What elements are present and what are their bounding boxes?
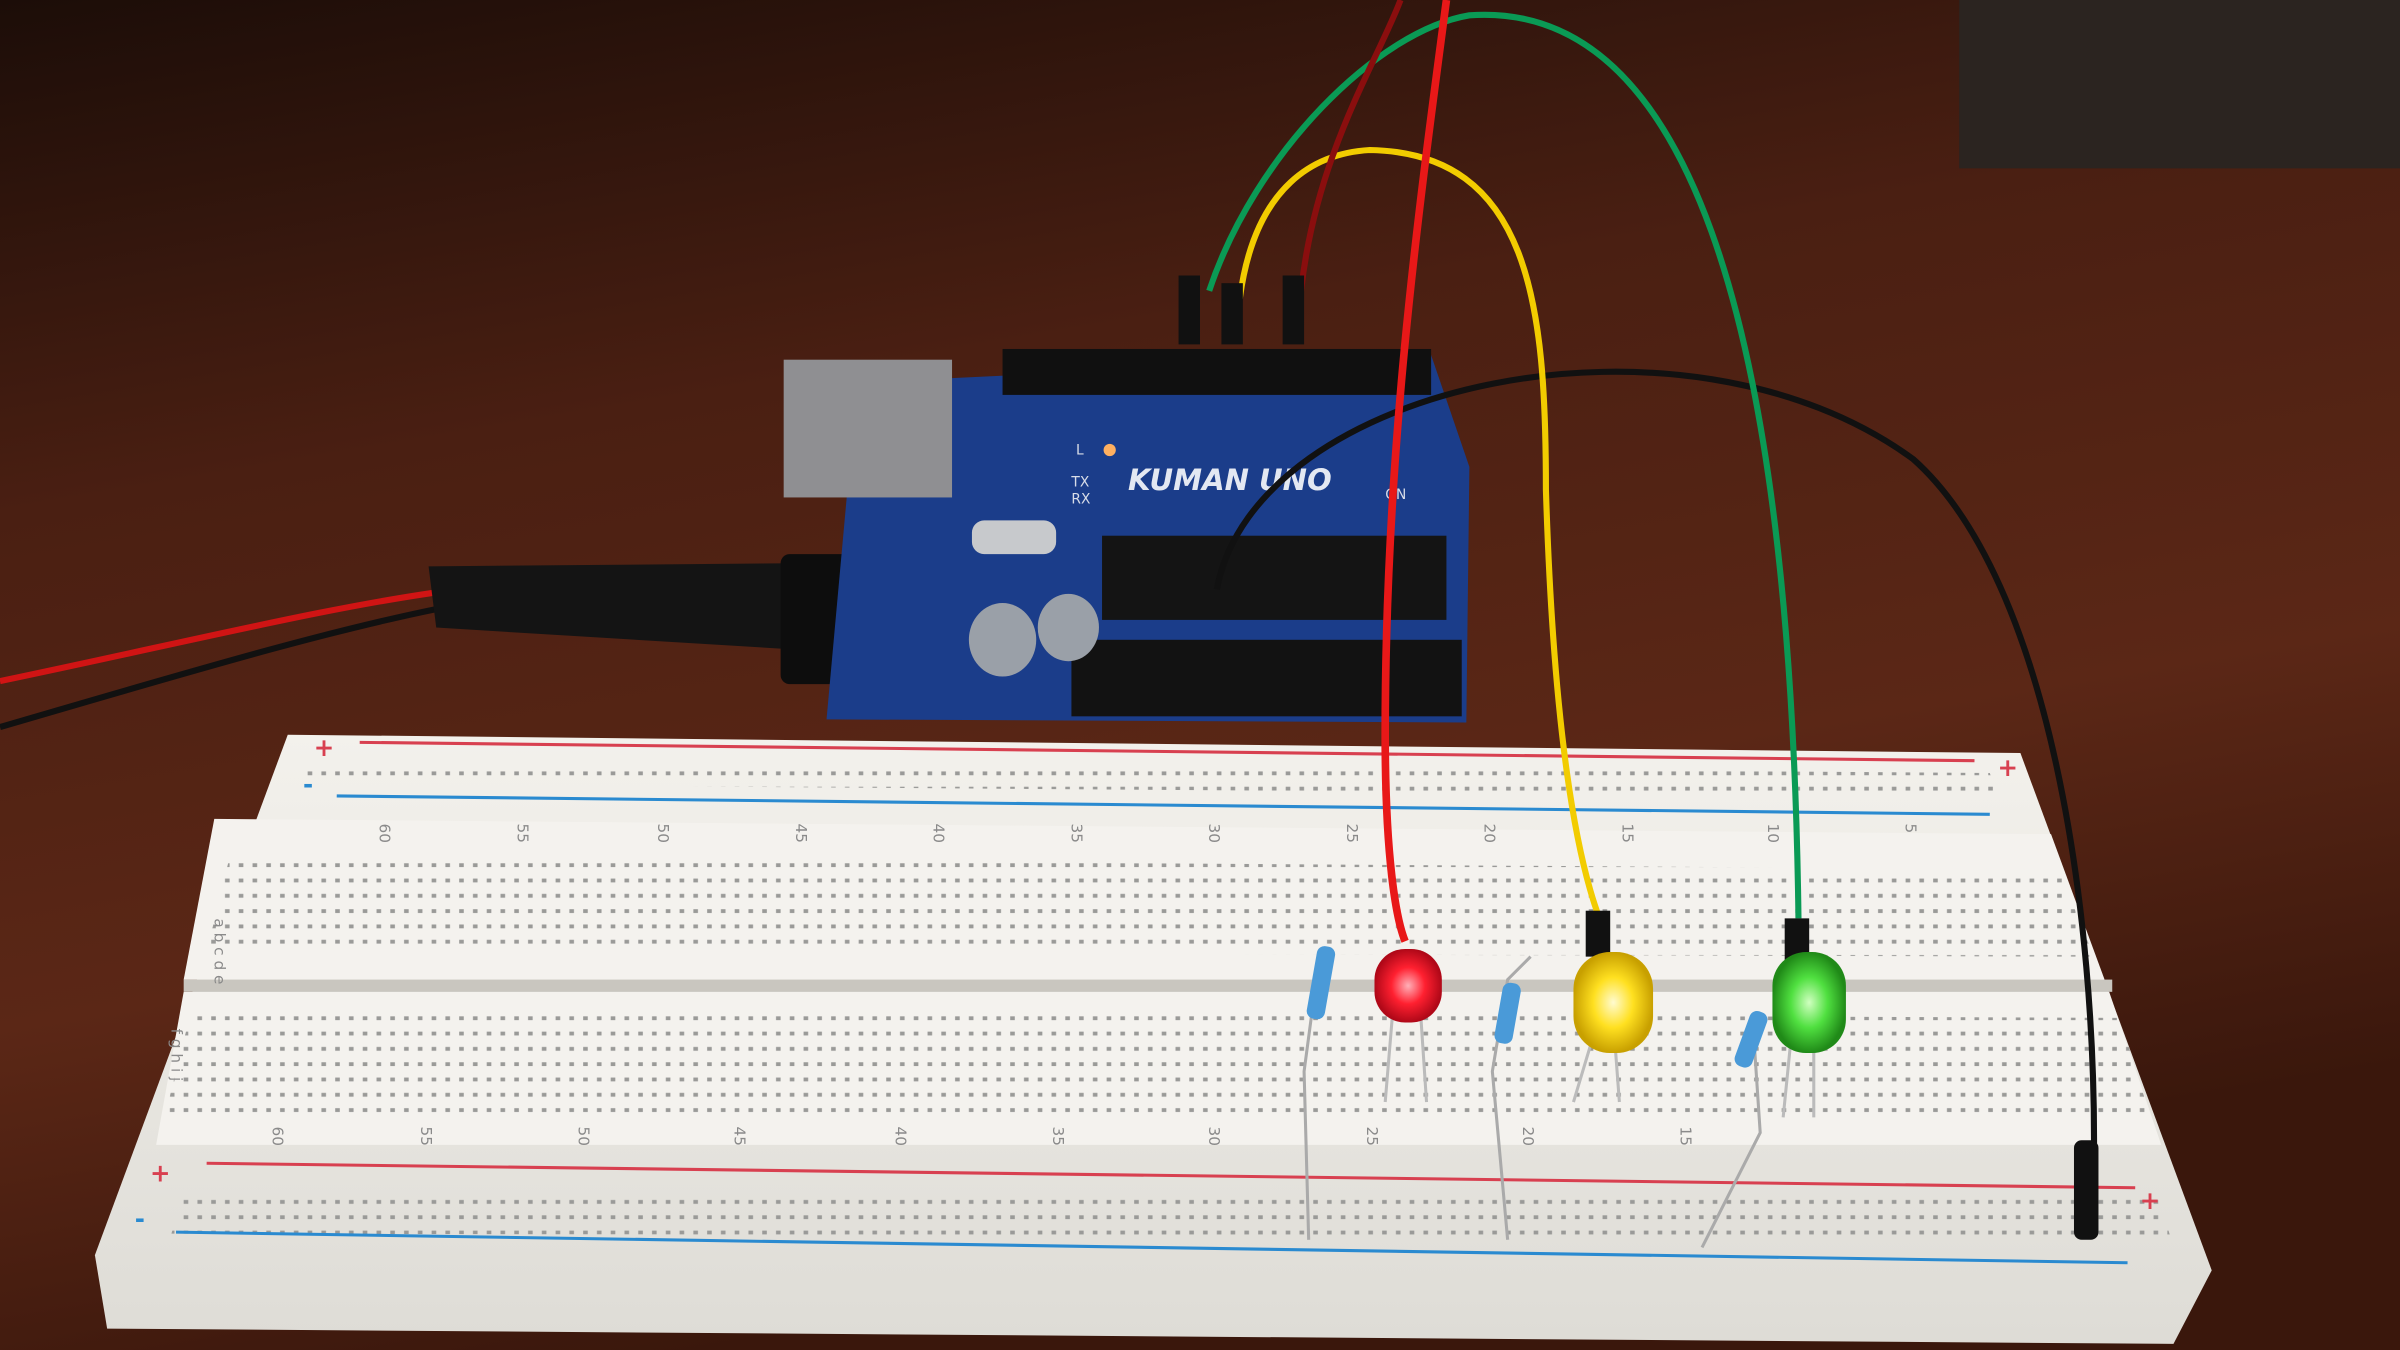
column-number: 15	[1677, 1127, 1695, 1146]
column-number: 50	[654, 823, 672, 842]
column-number: 25	[1343, 823, 1361, 842]
column-number: 35	[1067, 823, 1085, 842]
label-tx: TX	[1070, 475, 1089, 491]
wire-red	[1381, 0, 1451, 943]
breadboard: + + + + - - a b c d e f g h i j 60 55 50 45…	[94, 733, 2212, 1344]
column-number: 20	[1519, 1127, 1537, 1146]
usb-port	[783, 359, 953, 498]
column-number: 35	[1049, 1127, 1067, 1146]
header-bottom	[1071, 639, 1462, 717]
wire-dark-red	[1297, 0, 1404, 292]
column-number: 45	[792, 823, 810, 842]
arduino-board: L TX RX KUMAN UNO ON	[783, 348, 1470, 723]
rail-plus-sign: +	[1997, 753, 2018, 782]
column-number: 60	[376, 823, 394, 842]
rail-line-blue	[336, 794, 1990, 816]
rail-line-red	[359, 740, 1975, 763]
column-number: 40	[930, 823, 948, 842]
atmega-chip	[1102, 535, 1447, 620]
column-number: 45	[731, 1127, 749, 1146]
capacitor	[968, 603, 1037, 677]
power-cable-black	[0, 601, 460, 730]
column-number: 60	[268, 1127, 286, 1146]
resistor	[1700, 1010, 1768, 1249]
led-yellow	[1573, 952, 1654, 1054]
wire-pin	[1178, 275, 1200, 345]
column-number: 50	[575, 1127, 593, 1146]
rail-plus-sign: +	[314, 733, 335, 762]
resistor	[1302, 946, 1336, 1240]
rail-plus-sign: +	[2140, 1186, 2161, 1215]
column-number: 25	[1363, 1127, 1381, 1146]
rail-plus-sign: +	[150, 1159, 171, 1188]
rail-minus-sign: -	[135, 1205, 145, 1234]
wire-pin	[1585, 910, 1611, 957]
wire-pin	[1221, 283, 1243, 345]
label-rx: RX	[1071, 492, 1090, 508]
column-number: 30	[1205, 1127, 1223, 1146]
row-letters: a b c d e	[210, 918, 228, 984]
led-green	[1772, 952, 1846, 1054]
wire-green	[1206, 11, 1802, 919]
crystal	[971, 520, 1057, 555]
power-jack-plug	[428, 563, 812, 651]
column-number: 15	[1618, 823, 1636, 842]
column-number: 55	[513, 823, 531, 842]
wire-black	[1213, 368, 2098, 1164]
column-number: 30	[1205, 823, 1223, 842]
label-l: L	[1076, 443, 1084, 459]
wire-black-pin	[2073, 1140, 2099, 1240]
column-number: 55	[417, 1127, 435, 1146]
resistor	[1490, 955, 1532, 1240]
status-led-l	[1103, 443, 1116, 457]
column-number: 5	[1902, 823, 1920, 833]
wire-yellow	[1236, 146, 1603, 920]
header-top	[1002, 348, 1432, 395]
capacitor	[1037, 593, 1099, 662]
power-cable-red	[0, 586, 460, 685]
led-red	[1374, 948, 1442, 1023]
column-number: 40	[891, 1127, 909, 1146]
rail-minus-sign: -	[303, 770, 313, 799]
column-number: 20	[1481, 823, 1499, 842]
rail-line-red	[206, 1161, 2136, 1190]
background-wall	[1959, 0, 2400, 169]
column-number: 10	[1764, 823, 1782, 842]
rail-line-blue	[175, 1230, 2128, 1265]
wire-pin	[1282, 275, 1305, 345]
row-letters: f g h i j	[167, 1029, 185, 1082]
